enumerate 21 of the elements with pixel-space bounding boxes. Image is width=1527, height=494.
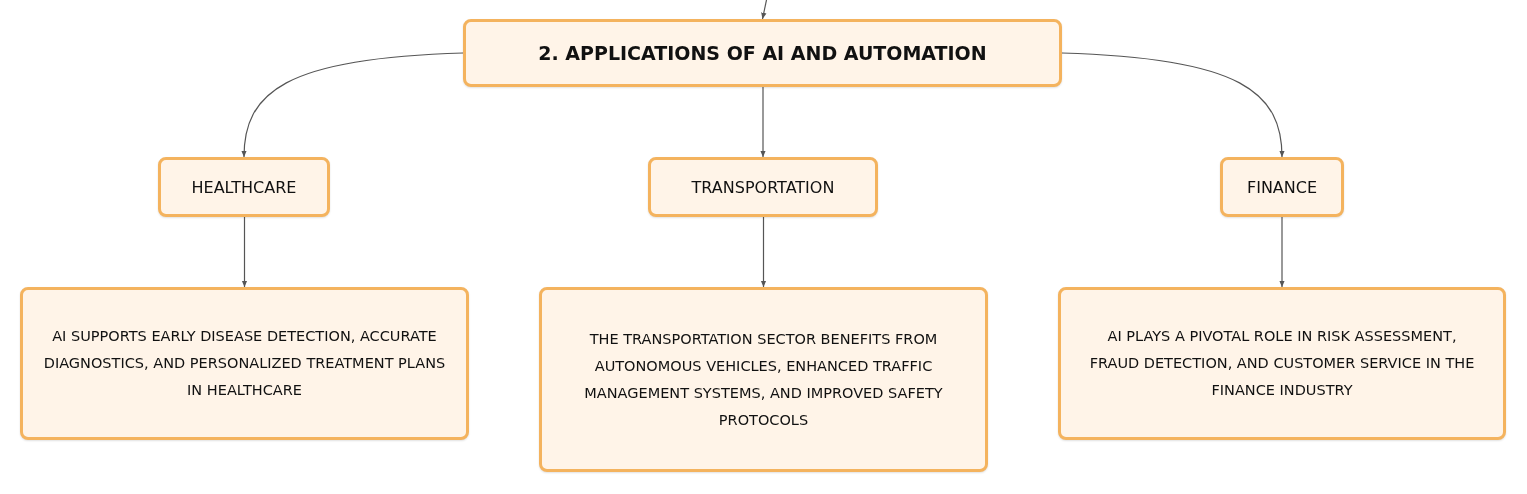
category-box xyxy=(1220,157,1344,217)
title-box xyxy=(463,19,1062,87)
category-label: FINANCE xyxy=(1245,176,1319,199)
category-label: TRANSPORTATION xyxy=(690,176,836,199)
arrow xyxy=(1279,216,1285,288)
description-text: AI PLAYS A PIVOTAL ROLE IN RISK ASSESSMENT, FRAUD DETECTION, AND CUSTOMER SERVICE IN THE FINANCE INDUSTRY xyxy=(1088,327,1476,400)
arrow xyxy=(761,0,768,20)
description-text: AI SUPPORTS EARLY DISEASE DETECTION, ACCURATE DIAGNOSTICS, AND PERSONALIZED TREATMENT PLANS IN HEALTHCARE xyxy=(42,327,447,400)
category-label: HEALTHCARE xyxy=(190,176,298,199)
arrow xyxy=(1061,52,1285,158)
description-box xyxy=(539,287,988,472)
title-text: 2. APPLICATIONS OF AI AND AUTOMATION xyxy=(537,40,988,66)
category-box xyxy=(648,157,878,217)
arrow xyxy=(760,216,767,288)
description-box xyxy=(20,287,469,440)
arrow xyxy=(760,86,766,158)
arrow xyxy=(241,52,464,158)
description-box xyxy=(1058,287,1506,440)
description-text: THE TRANSPORTATION SECTOR BENEFITS FROM AUTONOMOUS VEHICLES, ENHANCED TRAFFIC MANAGEMENT SYSTEMS, AND IMPROVED SAFETY PROTOCOLS xyxy=(583,329,944,430)
category-box xyxy=(158,157,330,217)
arrow xyxy=(241,216,248,288)
